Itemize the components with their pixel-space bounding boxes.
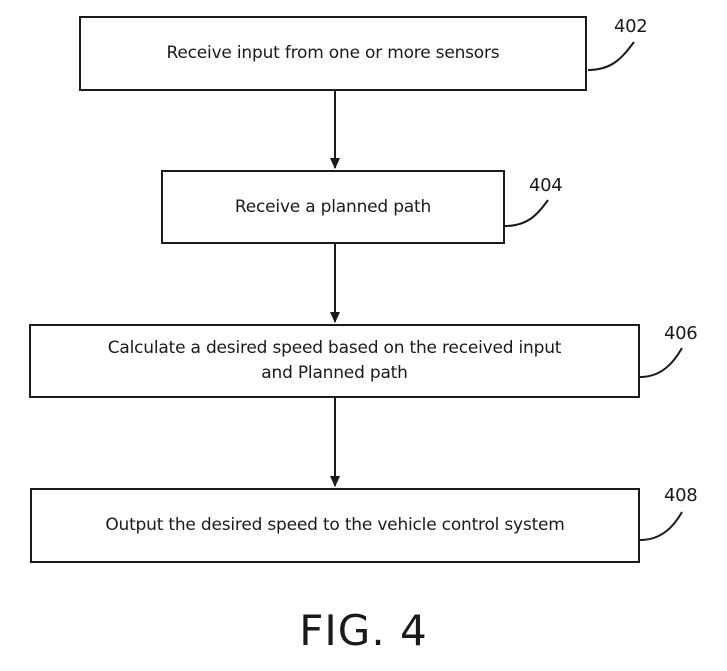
step-404-text: Receive a planned path <box>234 196 432 217</box>
step-408-box: Output the desired speed to the vehicle … <box>30 488 640 563</box>
ref-label-408: 408 <box>664 485 698 506</box>
leader-404 <box>504 199 549 227</box>
step-406-box: Calculate a desired speed based on the r… <box>29 324 640 398</box>
step-406-text-line-1: Calculate a desired speed based on the r… <box>107 338 562 359</box>
step-402-box: Receive input from one or more sensors <box>79 16 587 91</box>
ref-label-402: 402 <box>614 16 648 37</box>
leader-402 <box>587 41 635 71</box>
ref-label-404: 404 <box>529 175 563 196</box>
step-404-box: Receive a planned path <box>161 170 505 244</box>
step-406-text-line-2: and Planned path <box>261 363 408 383</box>
ref-label-406: 406 <box>664 323 698 344</box>
step-408-text: Output the desired speed to the vehicle … <box>105 515 565 536</box>
leader-406 <box>639 347 683 378</box>
step-402-text: Receive input from one or more sensors <box>166 43 500 64</box>
leader-408 <box>639 511 683 541</box>
figure-label: FIG. 4 <box>299 606 428 655</box>
